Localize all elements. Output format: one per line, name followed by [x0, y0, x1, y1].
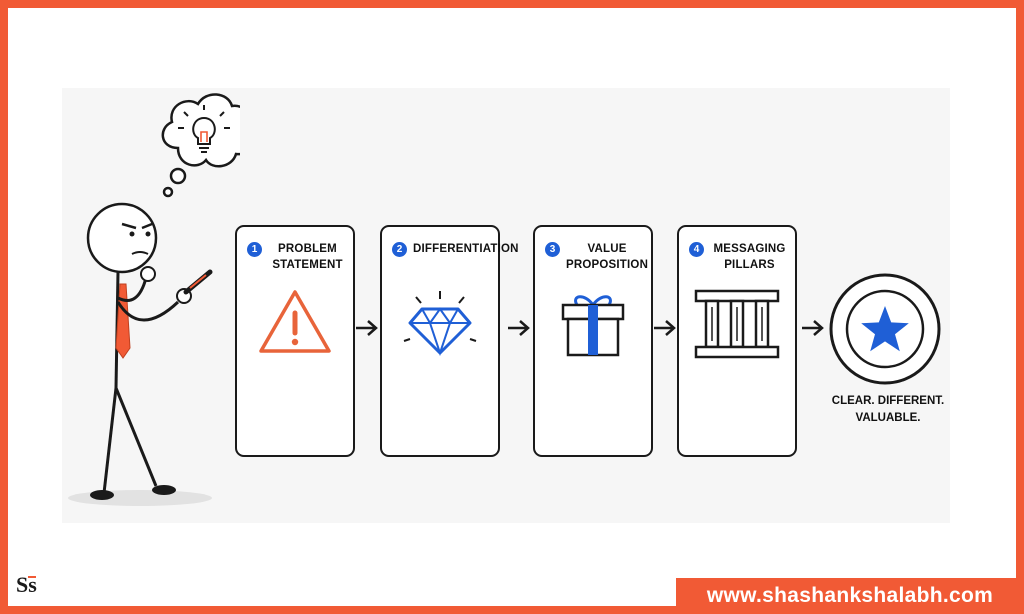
warning-icon [259, 290, 331, 353]
thinking-person-icon [68, 93, 240, 506]
outcome-label: CLEAR. DIFFERENT. VALUABLE. [831, 395, 945, 424]
diamond-icon [403, 291, 477, 357]
website-banner[interactable]: www.shashankshalabh.com [676, 578, 1024, 614]
step-number-badge: 3 [545, 242, 560, 257]
step-number-badge: 4 [689, 242, 704, 257]
step-number-badge: 1 [247, 242, 262, 257]
step-title: VALUE PROPOSITION [566, 243, 649, 271]
pillars-icon [694, 289, 780, 359]
step-title: PROBLEM STATEMENT [272, 243, 343, 271]
arrow-icon [508, 320, 530, 336]
step-number-badge: 2 [392, 242, 407, 257]
thought-bubble [161, 93, 240, 198]
step-card-differentiation: 2 DIFFERENTIATION [380, 225, 518, 457]
brand-logo: Ss [16, 572, 37, 597]
step-card-problem-statement: 1 PROBLEM STATEMENT [235, 225, 355, 457]
step-title: MESSAGING PILLARS [713, 243, 786, 271]
lightbulb-icon [178, 105, 230, 153]
gift-icon [561, 295, 625, 357]
arrow-icon [654, 320, 676, 336]
arrow-icon [802, 320, 824, 336]
step-title: DIFFERENTIATION [413, 243, 519, 255]
step-card-messaging-pillars: 4 MESSAGING PILLARS [677, 225, 797, 457]
arrow-icon [356, 320, 378, 336]
star-icon [829, 273, 941, 385]
step-card-value-proposition: 3 VALUE PROPOSITION [533, 225, 653, 457]
